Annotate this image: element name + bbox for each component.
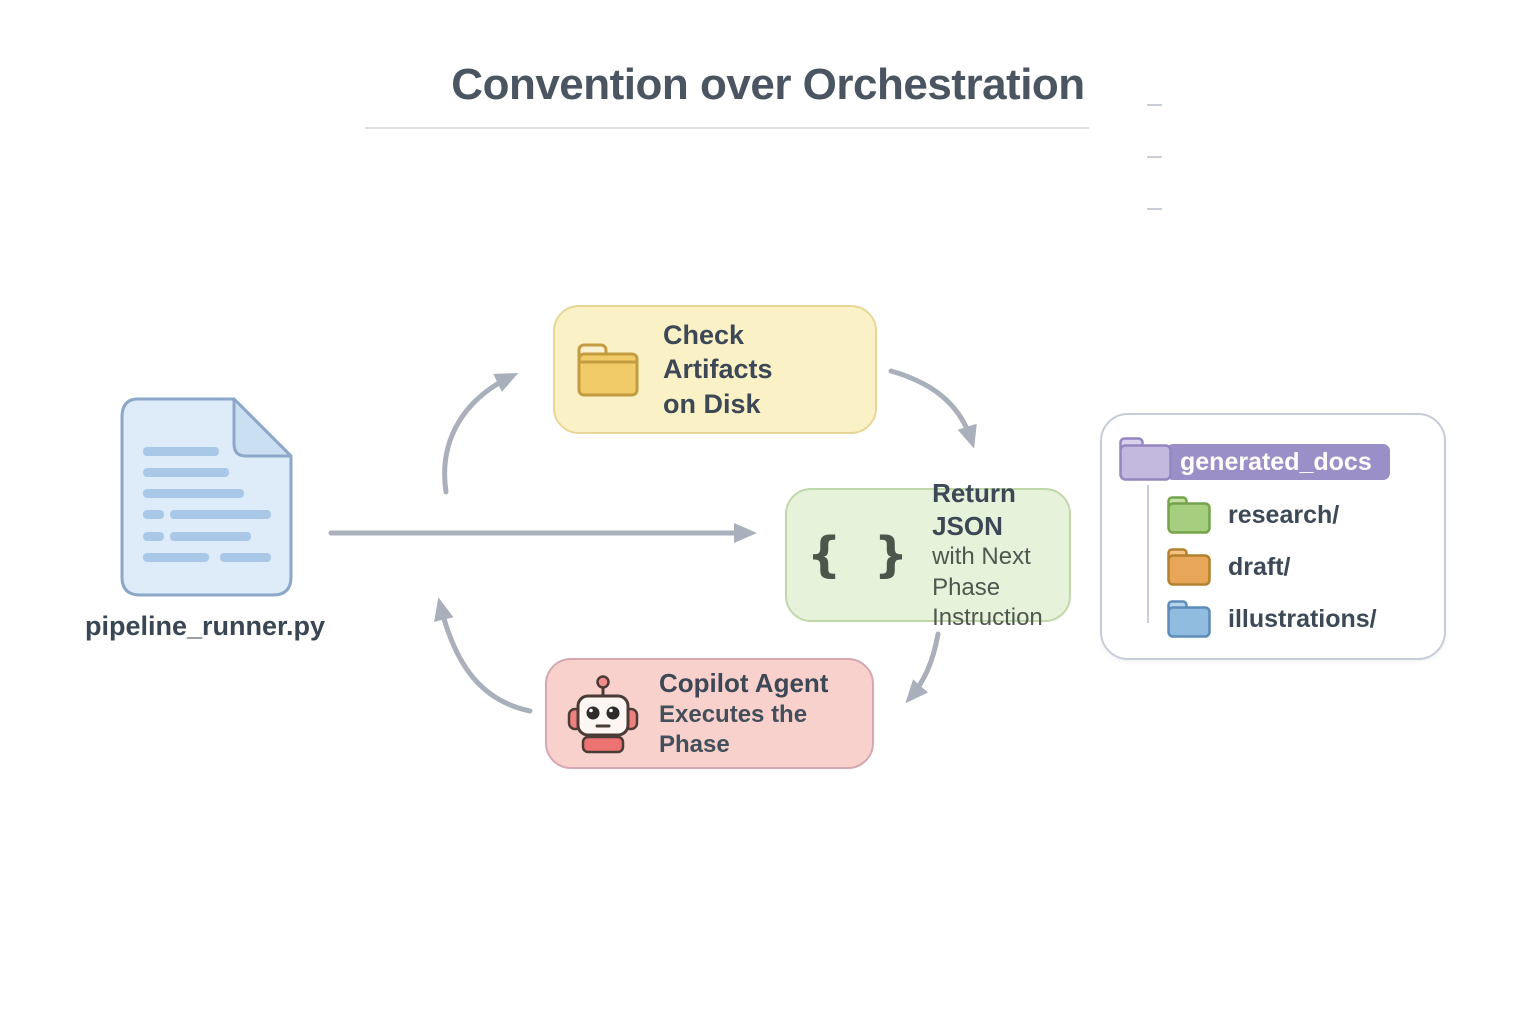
check-artifacts-node[interactable]: Check Artifacts on Disk (553, 305, 877, 434)
check-box-line1: Check Artifacts (663, 320, 773, 385)
arrow-up-to-check (442, 372, 519, 495)
tree-branch-line (1147, 156, 1162, 158)
arrow-check-to-json (888, 368, 977, 449)
json-box-line2: with Next Phase (932, 543, 1031, 601)
return-json-node[interactable]: { } Return JSON with Next Phase Instruct… (785, 478, 1071, 631)
title-divider (365, 127, 1089, 129)
arrow-json-to-agent (905, 631, 941, 704)
agent-box-line2: Executes the Phase (659, 700, 808, 758)
curly-braces-icon: { } (807, 527, 917, 583)
tree-root-label[interactable]: generated_docs (1166, 444, 1390, 480)
json-box-line1: Return JSON (932, 477, 1016, 541)
agent-box-line1: Copilot Agent (659, 667, 829, 698)
check-box-line2: on Disk (663, 388, 761, 419)
tree-item-illustrations[interactable]: illustrations/ (1166, 599, 1377, 639)
tree-item-label: draft/ (1228, 552, 1291, 581)
page-title: Convention over Orchestration (451, 60, 1085, 109)
json-box-line3: Instruction (932, 603, 1043, 631)
tree-branch-line (1147, 208, 1162, 210)
robot-icon (567, 674, 639, 753)
folder-icon (577, 343, 639, 396)
python-script-file-icon (120, 397, 293, 597)
tree-item-label: research/ (1228, 500, 1340, 529)
tree-item-draft[interactable]: draft/ (1166, 547, 1291, 587)
tree-trunk-line (1147, 485, 1149, 623)
file-label: pipeline_runner.py (84, 611, 326, 641)
copilot-agent-node[interactable]: Copilot Agent Executes the Phase (545, 658, 874, 769)
arrow-agent-to-up (434, 597, 533, 714)
purple-folder-icon (1119, 437, 1172, 481)
tree-item-research[interactable]: research/ (1166, 495, 1339, 535)
blue-folder-icon (1167, 600, 1211, 638)
green-folder-icon (1167, 496, 1211, 534)
tree-item-label: illustrations/ (1228, 604, 1377, 633)
tree-branch-line (1147, 104, 1162, 106)
orange-folder-icon (1167, 548, 1211, 586)
